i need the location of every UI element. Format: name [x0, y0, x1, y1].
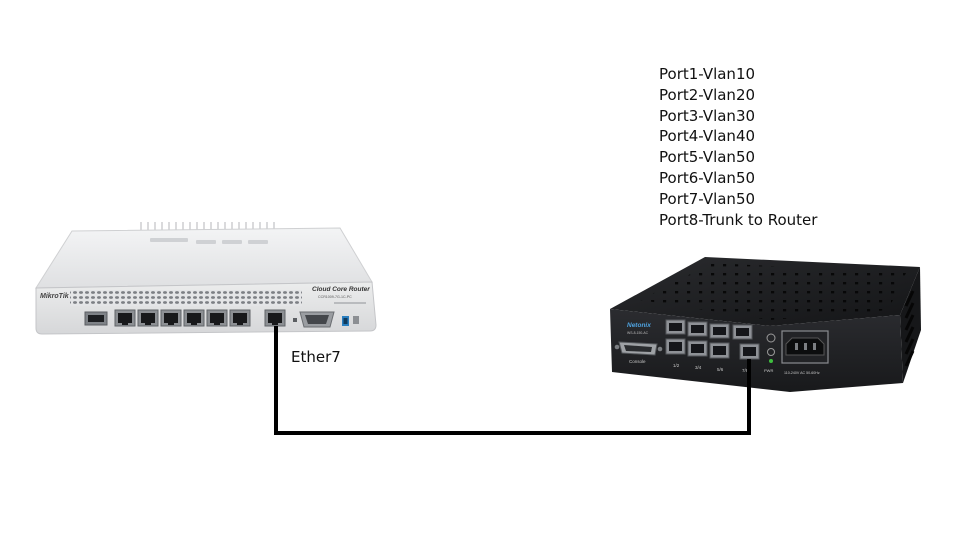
- router-port-1: [114, 309, 136, 327]
- router-port-5: [206, 309, 228, 327]
- router-series-label: Cloud Core Router: [312, 286, 370, 293]
- switch-console-label: Console: [629, 359, 646, 364]
- router-port-4: [183, 309, 205, 327]
- router-model-label: CCR1009-7G-1C-PC: [318, 295, 352, 299]
- switch-port-4: [687, 340, 708, 357]
- router-power-jack: [353, 316, 359, 324]
- switch-port-5: [709, 323, 730, 339]
- router-ethernet-ports: [114, 309, 286, 327]
- router-port-6: [229, 309, 251, 327]
- router-port-ether7: [264, 309, 286, 327]
- router-model-underline: [334, 302, 366, 304]
- switch-pwr-label: PWR: [764, 368, 773, 373]
- switch-side-face: [900, 267, 921, 383]
- switch-port-8: [739, 343, 760, 360]
- switch-port-group-label-1: 1/2: [673, 363, 680, 368]
- switch-port-3: [687, 321, 708, 337]
- router-top-face: [35, 227, 373, 289]
- router-serial-port: [299, 311, 335, 328]
- switch-port-group-label-2: 3/4: [695, 365, 702, 370]
- switch-power-inlet: [781, 330, 829, 364]
- router-vent-strip: [70, 290, 302, 306]
- vlan-assignment-port6: Port6-Vlan50: [659, 168, 756, 187]
- vlan-assignment-port2: Port2-Vlan20: [659, 85, 756, 104]
- switch-port-7: [732, 324, 753, 340]
- switch-brand-logo: Netonix: [627, 322, 651, 329]
- switch-top-vents: [640, 263, 906, 320]
- switch-port-group-label-4: 7/8: [742, 368, 749, 373]
- switch-port-6: [709, 342, 730, 359]
- switch-ethernet-ports: [665, 319, 760, 360]
- router-port-2: [137, 309, 159, 327]
- switch-reset-icon: [766, 333, 776, 343]
- router-reset-button: [293, 318, 297, 322]
- switch-pwr-led: [769, 359, 773, 363]
- switch-model-label: WS-8-150-AC: [627, 331, 649, 335]
- switch-side-slot-set: [904, 290, 915, 367]
- router-port-3: [160, 309, 182, 327]
- router-port-label: Ether7: [291, 348, 341, 366]
- ethernet-cable: [274, 326, 751, 435]
- router-sfp-port: [84, 311, 108, 326]
- vlan-assignment-port1: Port1-Vlan10: [659, 65, 756, 83]
- vlan-assignment-port5: Port5-Vlan50: [659, 148, 756, 167]
- switch-port-group-label-3: 5/6: [717, 367, 724, 372]
- switch-console-port: [614, 341, 663, 356]
- switch-port-2: [665, 338, 686, 355]
- vlan-assignment-port8: Port8-Trunk to Router: [659, 210, 818, 229]
- vlan-assignment-list: Port1-Vlan10 Port2-Vlan20 Port3-Vlan30 P…: [659, 64, 817, 230]
- vlan-assignment-port3: Port3-Vlan30: [659, 106, 756, 125]
- switch-ground-icon: [767, 348, 775, 356]
- router-brand-logo: MikroTik: [40, 293, 70, 300]
- vlan-assignment-port7: Port7-Vlan50: [659, 189, 756, 208]
- switch-device: Netonix WS-8-150-AC Console 1/2 3/4 5/6 …: [610, 257, 921, 392]
- router-top-print: [150, 238, 268, 244]
- vlan-assignment-port4: Port4-Vlan40: [659, 127, 756, 146]
- router-device: MikroTik Cloud Core Router CCR1009-7G-1C…: [35, 222, 377, 335]
- router-usb-port: [342, 316, 349, 326]
- switch-power-rating: 110-240V AC 50-60Hz: [784, 371, 820, 375]
- switch-port-1: [665, 319, 686, 335]
